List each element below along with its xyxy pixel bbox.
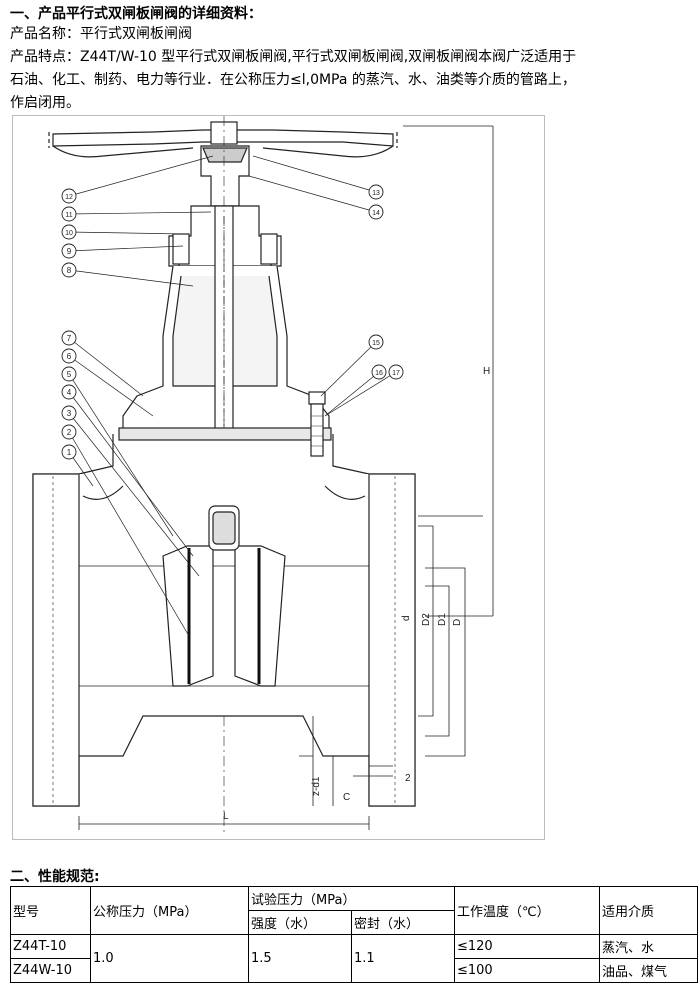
callout-circle xyxy=(61,330,77,346)
callout-label-13: 13 xyxy=(372,190,380,197)
callout-leader xyxy=(68,373,174,537)
th-seal: 密封（水） xyxy=(351,910,455,935)
cell-temp: ≤100 xyxy=(454,958,600,983)
dim-label-z-d1: z-d1 xyxy=(311,776,322,796)
callout-circle xyxy=(61,262,77,278)
dim-label-D: D xyxy=(452,619,463,626)
callout-label-15: 15 xyxy=(372,340,380,347)
callout-leader xyxy=(248,175,377,213)
callout-circle xyxy=(61,424,77,440)
callout-leader xyxy=(68,211,212,215)
callout-leader xyxy=(320,341,377,397)
table-row: Z44T-10 1.0 1.5 1.1 ≤120 蒸汽、水 xyxy=(10,934,698,983)
callout-label-1: 1 xyxy=(67,448,72,457)
th-strength: 强度（水） xyxy=(248,910,352,935)
cell-temp: ≤120 xyxy=(454,934,600,959)
th-nominal-pressure: 公称压力（MPa） xyxy=(90,886,249,935)
callout-circle xyxy=(61,366,77,382)
gates xyxy=(162,505,286,687)
th-test-pressure: 试验压力（MPa） xyxy=(248,886,455,911)
callout-leader xyxy=(68,155,214,197)
callout-circle xyxy=(61,348,77,364)
valve-body xyxy=(32,427,416,807)
callout-leader xyxy=(68,391,194,557)
callout-label-7: 7 xyxy=(67,334,72,343)
callout-label-9: 9 xyxy=(67,247,72,256)
callout-leader xyxy=(68,412,200,577)
callout-circle xyxy=(368,334,384,350)
dim-label-C: C xyxy=(343,792,350,803)
callout-label-2: 2 xyxy=(67,428,72,437)
callout-circle xyxy=(61,444,77,460)
callout-leader xyxy=(324,371,397,417)
cell-nominal: 1.0 xyxy=(90,934,249,983)
callout-circle xyxy=(61,405,77,421)
callout-circle xyxy=(61,206,77,222)
callout-label-16: 16 xyxy=(375,370,383,377)
callout-leader xyxy=(68,337,144,397)
section2-heading: 二、性能规范: xyxy=(10,869,100,885)
cell-strength: 1.5 xyxy=(248,934,352,983)
callout-leader xyxy=(68,245,184,252)
product-feature-line-3: 作启闭用。 xyxy=(10,95,80,111)
callout-leader xyxy=(252,155,377,193)
dim-label-2: 2 xyxy=(405,773,411,784)
callout-label-4: 4 xyxy=(67,388,72,397)
dim-label-L: L xyxy=(223,811,229,822)
th-temp: 工作温度（℃） xyxy=(454,886,600,935)
product-feature-line-2: 石油、化工、制药、电力等行业．在公称压力≤l,0MPa 的蒸汽、水、油类等介质的… xyxy=(10,72,576,88)
callout-circle xyxy=(61,243,77,259)
table-header-row: 型号 公称压力（MPa） 试验压力（MPa） 工作温度（℃） 适用介质 xyxy=(10,886,698,935)
cell-medium: 油品、煤气 xyxy=(599,958,698,983)
section1-heading: 一、产品平行式双闸板闸阀的详细资料： xyxy=(10,6,262,22)
dim-label-D1: D1 xyxy=(437,613,448,626)
callout-label-14: 14 xyxy=(372,210,380,217)
callout-leader xyxy=(68,231,184,235)
callout-label-10: 10 xyxy=(65,230,73,237)
th-medium: 适用介质 xyxy=(599,886,698,935)
callout-label-12: 12 xyxy=(65,194,73,201)
product-name-line: 产品名称：平行式双闸板闸阀 xyxy=(10,26,192,42)
valve-drawing: 12 11 10 9 8 7 6 5 4 3 2 1 13 14 15 16 17 H d D2 D1 D L… xyxy=(12,115,545,840)
callout-circle xyxy=(61,384,77,400)
cell-model: Z44T-10 xyxy=(10,934,91,959)
dim-label-H: H xyxy=(483,366,490,377)
cell-medium: 蒸汽、水 xyxy=(599,934,698,959)
cell-model: Z44W-10 xyxy=(10,958,91,983)
callout-label-6: 6 xyxy=(67,352,72,361)
callout-circle xyxy=(368,204,384,220)
dim-label-d: d xyxy=(401,615,412,621)
callout-leader xyxy=(324,371,380,417)
callout-leader xyxy=(68,431,190,637)
callout-leader xyxy=(68,355,154,417)
performance-table: 型号 公称压力（MPa） 试验压力（MPa） 工作温度（℃） 适用介质 强度（水… xyxy=(10,886,698,983)
callout-label-5: 5 xyxy=(67,370,72,379)
cell-seal: 1.1 xyxy=(351,934,455,983)
dimension-lines xyxy=(78,125,494,830)
dim-label-D2: D2 xyxy=(421,613,432,626)
callout-label-3: 3 xyxy=(67,409,72,418)
callout-label-11: 11 xyxy=(65,212,72,219)
table-row: Z44W-10 ≤100 油品、煤气 xyxy=(10,958,698,983)
callout-circle xyxy=(368,184,384,200)
th-model: 型号 xyxy=(10,886,91,935)
callout-circle xyxy=(371,364,387,380)
body-bolts xyxy=(308,391,326,457)
callout-circle xyxy=(388,364,404,380)
callout-label-17: 17 xyxy=(392,370,400,377)
callout-label-8: 8 xyxy=(67,266,72,275)
product-feature-line-1: 产品特点：Z44T/W-10 型平行式双闸板闸阀,平行式双闸板闸阀,双闸板闸阀本… xyxy=(10,49,577,65)
callouts-left: 12 11 10 9 8 7 6 5 4 3 2 1 xyxy=(61,155,214,637)
callouts-right: 13 14 15 16 17 xyxy=(248,155,404,417)
callout-circle xyxy=(61,188,77,204)
callout-circle xyxy=(61,224,77,240)
callout-leader xyxy=(68,269,194,287)
